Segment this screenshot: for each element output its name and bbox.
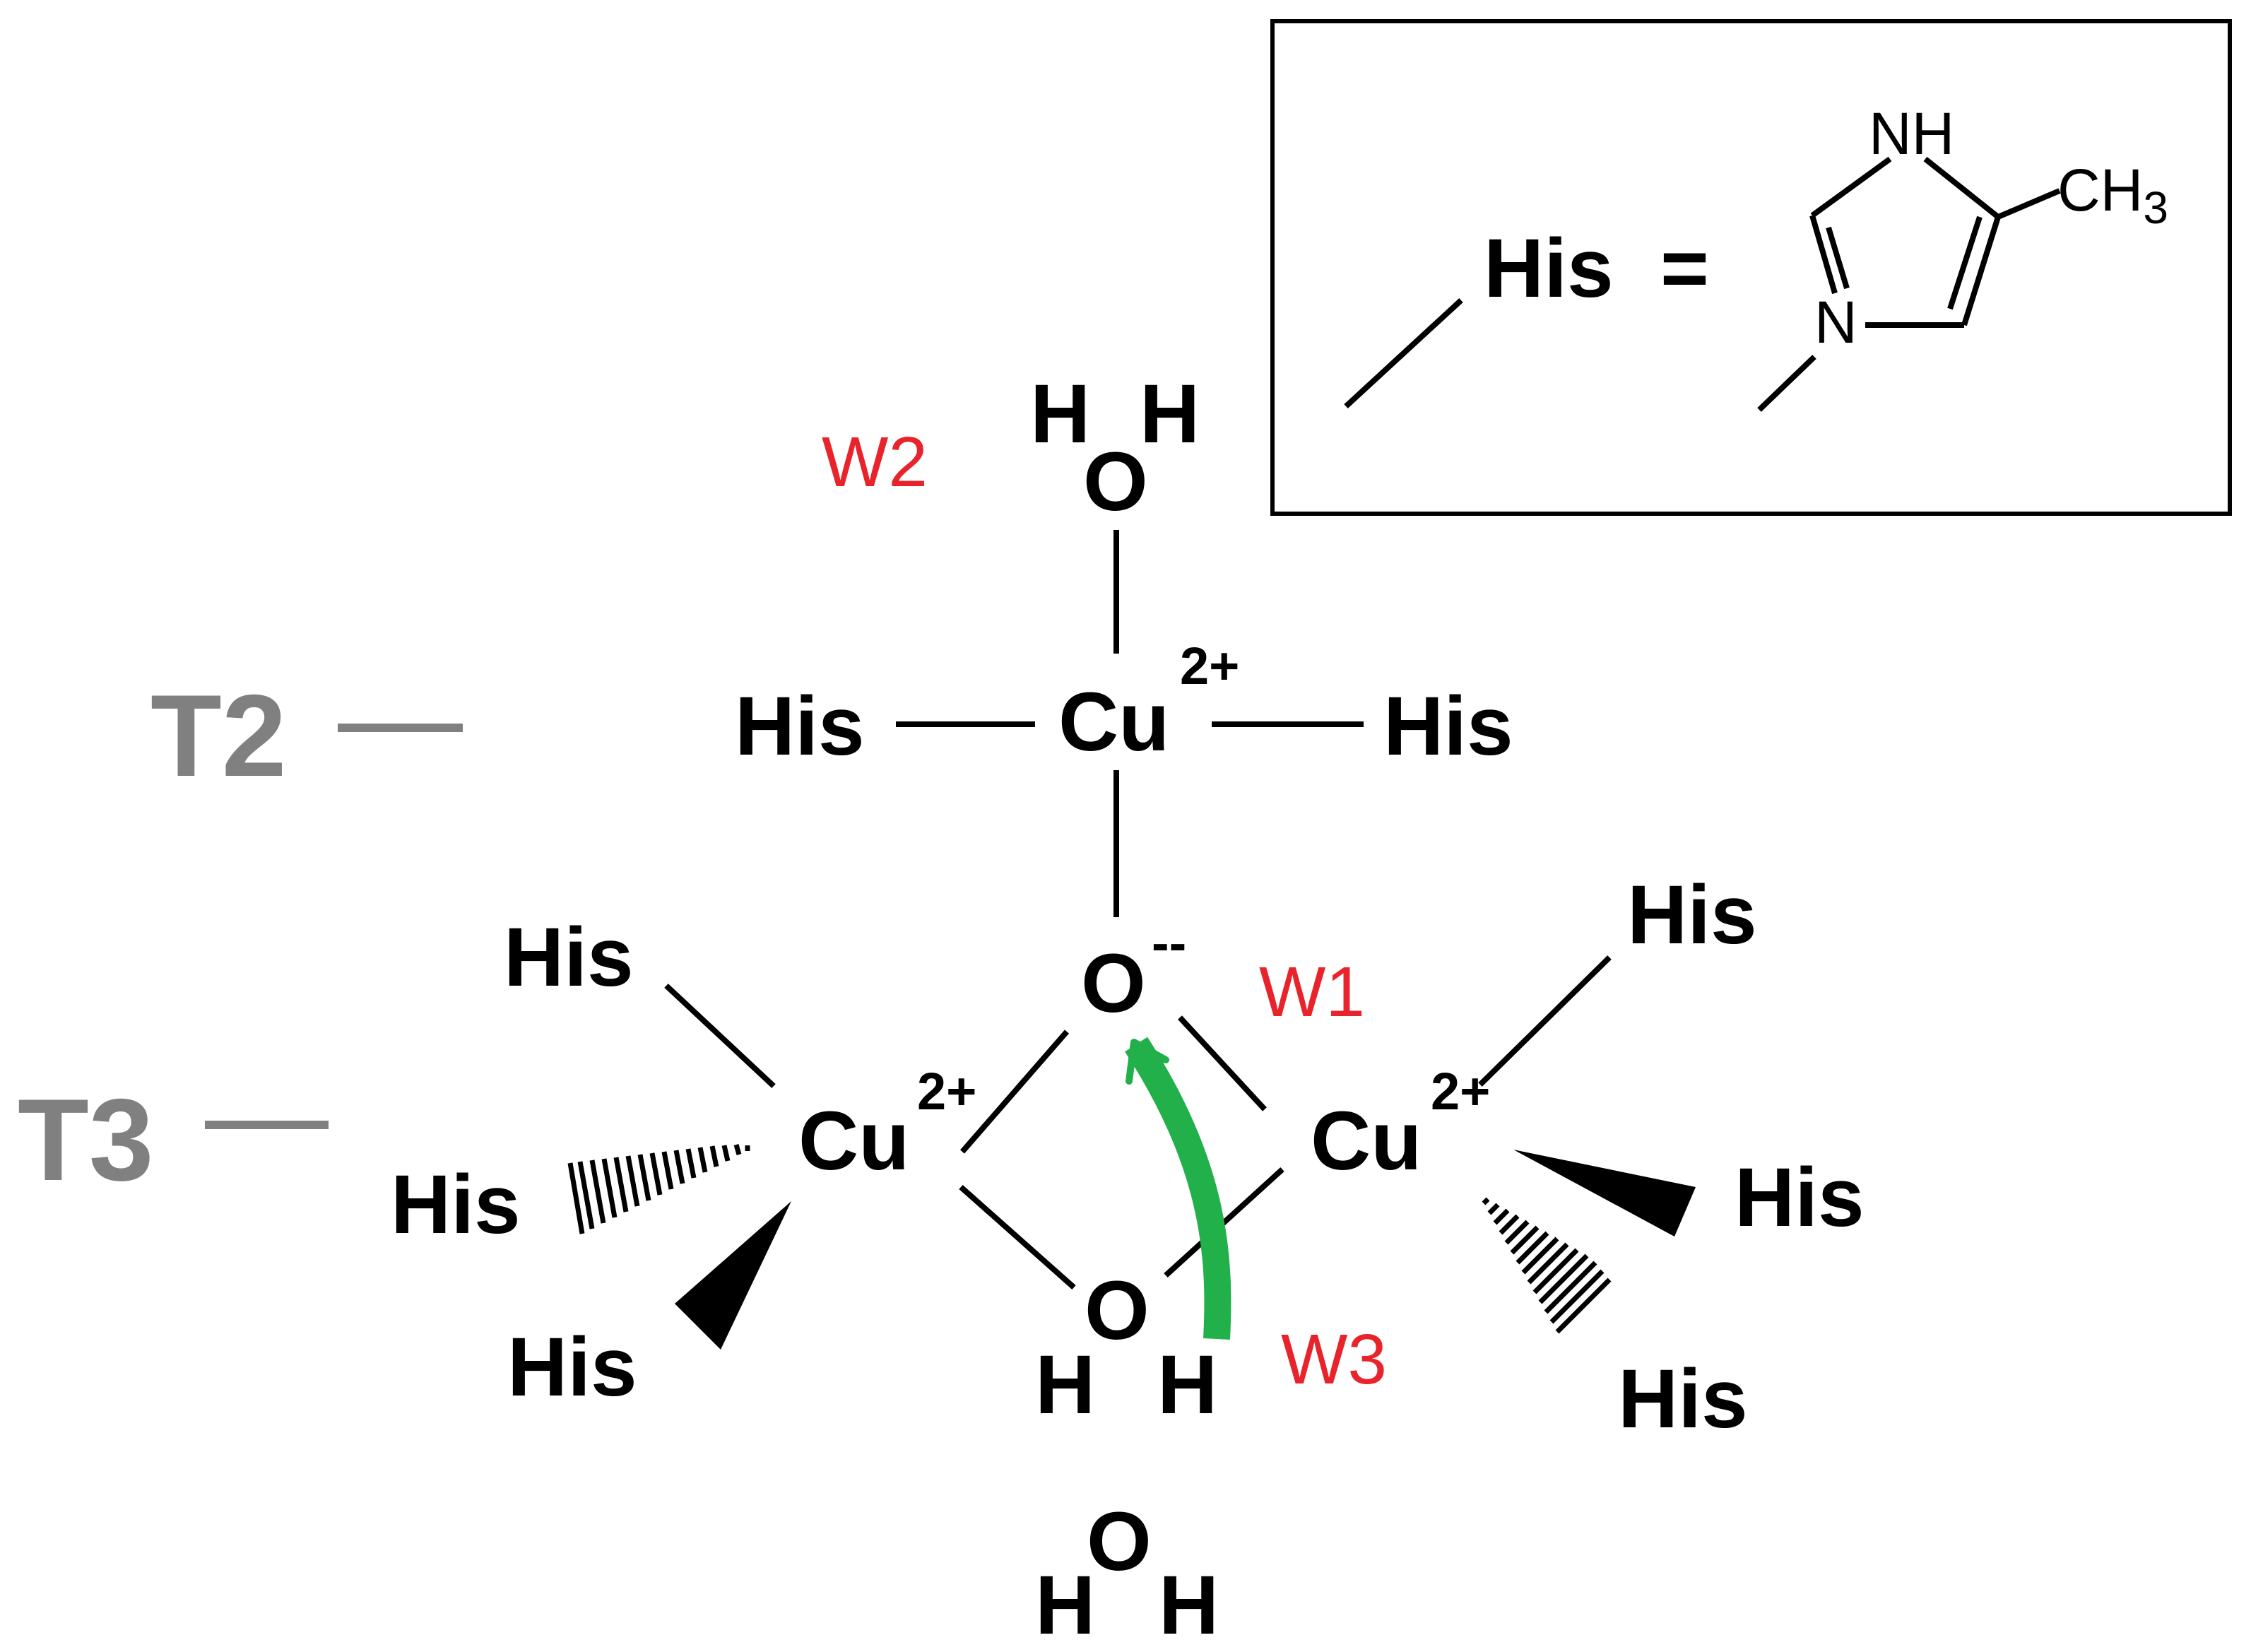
- ring-double-bond-c2-n3: [1826, 226, 1850, 290]
- t2-copper-center: H H O Cu 2+ His His: [735, 367, 1513, 917]
- w2-h-left: H: [1030, 367, 1090, 461]
- bridging-hydroxide-oxygen: O: [1085, 1264, 1150, 1357]
- w3-label: W3: [1281, 1320, 1387, 1399]
- hashed-wedge-his-bottom: [1482, 1197, 1612, 1334]
- bond-cu-t3-left-oxide: [959, 1029, 1070, 1154]
- hashed-wedge-his-middle: [567, 1144, 750, 1234]
- solid-wedge-his-bottom: [675, 1201, 791, 1350]
- t3-right-copper-center: Cu 2+ His His His: [1164, 868, 1865, 1446]
- w1-label: W1: [1259, 952, 1365, 1032]
- legend-equals: =: [1660, 222, 1709, 315]
- cu-t3-left-charge: 2+: [917, 1062, 976, 1121]
- w2-oxygen: O: [1083, 435, 1148, 529]
- his-t3-right-top: His: [1627, 868, 1757, 962]
- t3-left-copper-center: Cu 2+ His His His: [391, 911, 1076, 1414]
- t2-site-label: T2: [150, 671, 287, 801]
- bond-cu-t3-right-oxide: [1178, 1015, 1267, 1111]
- arrow-body: [1125, 1037, 1231, 1340]
- ring-bond-c5-nh: [1923, 156, 2000, 220]
- imidazole-ring: NH N CH3: [1757, 100, 2168, 412]
- his-t2-right: His: [1383, 680, 1513, 773]
- his-t3-left-top: His: [504, 911, 634, 1004]
- bond-cu-t3-left-hydroxide: [959, 1185, 1076, 1290]
- ring-methyl-label: CH3: [2057, 157, 2168, 233]
- w3-h-right: H: [1159, 1559, 1219, 1648]
- legend-frame: [1270, 19, 2232, 516]
- ring-bond-c4-c5: [1961, 216, 2001, 326]
- cu-t3-right-charge: 2+: [1431, 1062, 1490, 1121]
- bond-his-top-cu-t3-left: [664, 984, 776, 1088]
- legend-bond: [1344, 298, 1463, 408]
- his-legend-box: His = NH N CH3: [1270, 19, 2232, 516]
- ring-double-bond-c4-c5: [1947, 216, 1983, 310]
- hydroxide-h-right: H: [1157, 1338, 1217, 1432]
- cu-t3-right-label: Cu: [1311, 1095, 1422, 1188]
- arrow-head: [1126, 1039, 1169, 1085]
- ring-attachment-bond: [1757, 355, 1816, 412]
- solid-wedge-his-middle: [1513, 1150, 1696, 1237]
- t3-site-label: T3: [18, 1075, 154, 1205]
- ring-n-label: N: [1814, 289, 1857, 355]
- ring-nh-label: NH: [1869, 100, 1954, 167]
- his-t3-right-middle: His: [1735, 1151, 1865, 1244]
- his-t3-right-bottom: His: [1618, 1352, 1748, 1446]
- cu-t2-label: Cu: [1058, 675, 1169, 769]
- w2-label: W2: [822, 423, 928, 502]
- hydroxide-h-left: H: [1035, 1338, 1095, 1432]
- proton-transfer-arrow: [1125, 1037, 1231, 1340]
- methyl-bond: [1997, 188, 2061, 220]
- free-water-w3: O H H: [1035, 1495, 1219, 1652]
- cu-t2-charge: 2+: [1180, 637, 1239, 695]
- his-t2-left: His: [735, 680, 865, 773]
- ring-bond-c2-n3: [1809, 214, 1838, 295]
- oxide-charge: --: [1152, 914, 1186, 972]
- his-t3-left-bottom: His: [507, 1321, 637, 1414]
- cu-t3-left-label: Cu: [798, 1095, 909, 1188]
- w3-oxygen: O: [1087, 1495, 1152, 1588]
- his-t3-left-middle: His: [391, 1158, 521, 1251]
- legend-his-label: His: [1484, 222, 1614, 315]
- ring-bond-nh-c2: [1810, 156, 1892, 218]
- bond-his-top-cu-t3-right: [1478, 955, 1612, 1087]
- w3-h-left: H: [1035, 1559, 1095, 1648]
- bridging-oxide: O: [1081, 937, 1146, 1030]
- w2-h-right: H: [1140, 367, 1200, 461]
